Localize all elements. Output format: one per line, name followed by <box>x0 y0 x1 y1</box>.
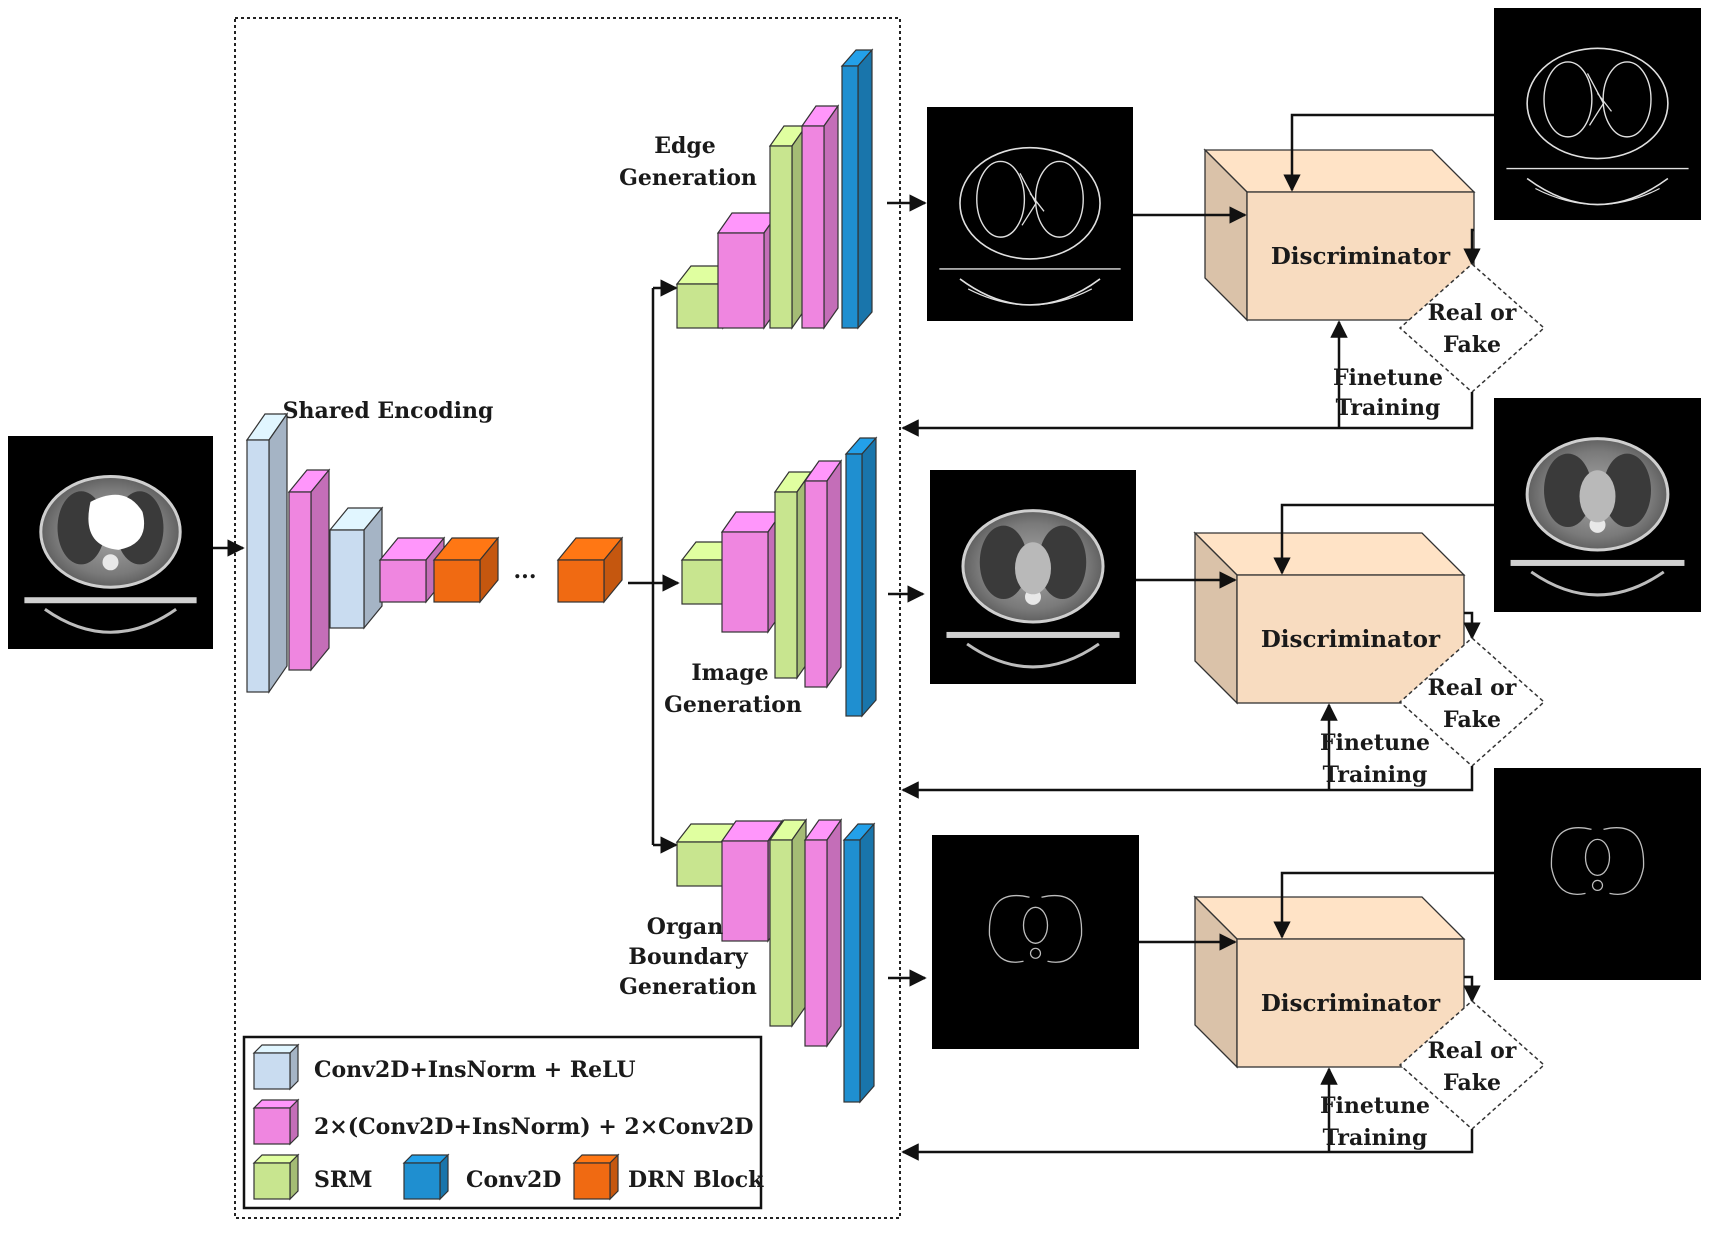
discriminator-box-2 <box>1193 531 1466 705</box>
branch-connectors <box>213 194 927 987</box>
legend-label-conv-norm-relu: Conv2D+InsNorm + ReLU <box>314 1057 636 1083</box>
image-conv2d-5 <box>844 436 878 718</box>
generated-organ-boundary <box>932 835 1139 1049</box>
finetune-label-1-3: Finetune <box>1320 1093 1430 1119</box>
edge-srm-3 <box>768 124 808 330</box>
finetune-label-2-3: Training <box>1323 1125 1428 1151</box>
legend-label-insnorm-conv: 2×(Conv2D+InsNorm) + 2×Conv2D <box>314 1114 754 1140</box>
discriminator-box-1 <box>1203 148 1476 322</box>
legend-swatch-conv-norm-relu <box>252 1043 300 1091</box>
decision-label-1-2: Real or <box>1428 675 1517 701</box>
generated-edge-map <box>927 107 1133 321</box>
encoder-insnorm-conv-1 <box>287 468 331 672</box>
discriminator-label-2: Discriminator <box>1261 626 1441 653</box>
real-edge-map <box>1494 8 1701 220</box>
organ-srm-3 <box>768 818 808 1028</box>
image-insnorm-conv-4 <box>803 459 843 689</box>
decision-label-2-3: Fake <box>1443 1070 1501 1096</box>
discriminator-label-1: Discriminator <box>1271 243 1451 270</box>
edge-conv2d-5 <box>840 48 874 330</box>
edge-generation-label-2: Generation <box>619 165 757 191</box>
encoder-conv-norm-relu-1 <box>245 412 289 694</box>
generator-boundary <box>234 17 901 1219</box>
organ-label-3: Generation <box>619 974 757 1000</box>
real-ct-image <box>1494 398 1701 612</box>
edge-generation-label-1: Edge <box>654 133 716 159</box>
encoder-drn-block-2 <box>556 536 624 604</box>
organ-label-2: Boundary <box>628 944 748 970</box>
ellipsis-label: ... <box>514 558 537 584</box>
legend-swatch-drn-block <box>572 1153 620 1201</box>
generated-ct-image <box>930 470 1136 684</box>
decoder-branches <box>675 48 878 1104</box>
finetune-label-2-2: Training <box>1323 762 1428 788</box>
decision-label-1-3: Real or <box>1428 1038 1517 1064</box>
organ-conv2d-5 <box>842 822 876 1104</box>
encoder-conv-norm-relu-2 <box>328 506 384 630</box>
legend-label-drn-block: DRN Block <box>628 1167 764 1193</box>
image-insnorm-conv-2 <box>720 510 784 634</box>
legend-label-srm: SRM <box>314 1167 373 1193</box>
decision-label-2-1: Fake <box>1443 332 1501 358</box>
real-organ-boundary <box>1494 768 1701 980</box>
legend-label-conv2d: Conv2D <box>466 1167 561 1193</box>
finetune-label-1-1: Finetune <box>1333 365 1443 391</box>
shared-encoder <box>245 412 624 694</box>
edge-insnorm-conv-4 <box>800 104 840 330</box>
finetune-label-2-1: Training <box>1336 395 1441 421</box>
organ-label-1: Organ <box>647 914 723 940</box>
organ-insnorm-conv-4 <box>803 818 843 1048</box>
decision-label-2-2: Fake <box>1443 707 1501 733</box>
edge-insnorm-conv-2 <box>716 211 780 330</box>
legend: Conv2D+InsNorm + ReLU 2×(Conv2D+InsNorm)… <box>242 1035 764 1210</box>
image-generation-label-2: Generation <box>664 692 802 718</box>
encoder-drn-block-1 <box>432 536 500 604</box>
finetune-label-1-2: Finetune <box>1320 730 1430 756</box>
legend-swatch-conv2d <box>402 1153 450 1201</box>
legend-swatch-insnorm-conv <box>252 1098 300 1146</box>
decision-label-1-1: Real or <box>1428 300 1517 326</box>
image-generation-label-1: Image <box>691 660 768 686</box>
input-ct-image <box>8 436 213 649</box>
discriminator-box-3 <box>1193 895 1466 1069</box>
legend-swatch-srm <box>252 1153 300 1201</box>
legend-box <box>242 1035 763 1210</box>
discriminator-label-3: Discriminator <box>1261 990 1441 1017</box>
shared-encoding-label: Shared Encoding <box>283 398 494 424</box>
